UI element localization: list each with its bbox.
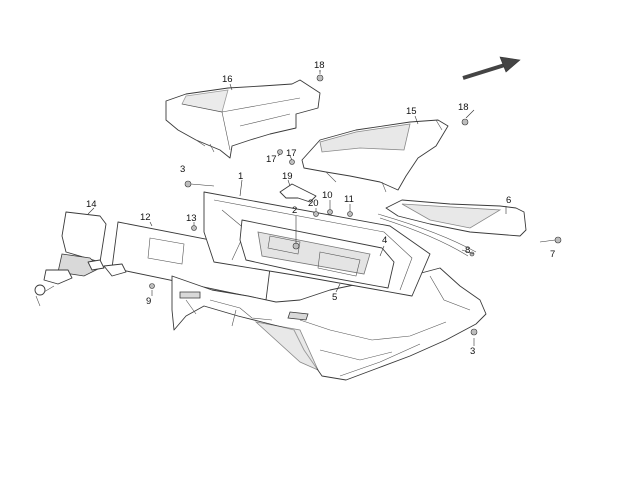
- callout-7: 7: [550, 249, 555, 260]
- callout-20: 20: [308, 198, 319, 209]
- callout-3a: 3: [180, 164, 185, 175]
- callout-8: 8: [465, 245, 470, 256]
- callout-18a: 18: [314, 60, 325, 71]
- callout-9: 9: [146, 296, 151, 307]
- callout-12: 12: [140, 212, 151, 223]
- part-15-right-cover: [301, 119, 449, 193]
- callout-3b: 3: [470, 346, 475, 357]
- bolt-10-icon: [327, 209, 333, 215]
- lock-assembly: [34, 253, 127, 307]
- callout-17b: 17: [286, 148, 297, 159]
- callout-11: 11: [344, 194, 354, 205]
- callout-15: 15: [406, 106, 417, 117]
- callout-4: 4: [382, 235, 387, 246]
- part-6-side-strip: [377, 199, 527, 257]
- main-inner-panel: [171, 267, 487, 381]
- callout-19: 19: [282, 171, 293, 182]
- callout-labels: 1 2 3 3 4 5 6 7 8 9 10 11 12 13 14 15 16…: [86, 60, 555, 357]
- bolt-20-icon: [313, 211, 319, 217]
- bolt-9-icon: [149, 283, 155, 289]
- part-4-inner-tray: [239, 219, 395, 289]
- callout-16: 16: [222, 74, 233, 85]
- callout-13: 13: [186, 213, 197, 224]
- bolt-17b-icon: [289, 159, 295, 165]
- callout-1: 1: [238, 171, 243, 182]
- direction-arrow-icon: [462, 56, 521, 80]
- part-5-clips: [179, 291, 309, 321]
- bolt-18b-icon: [461, 118, 469, 126]
- callout-14: 14: [86, 199, 97, 210]
- bolt-18a-icon: [316, 70, 324, 82]
- callout-10: 10: [322, 190, 333, 201]
- bolt-13-icon: [191, 225, 197, 231]
- part-14-side-panel: [61, 211, 107, 263]
- part-19-bracket: [279, 183, 317, 203]
- bolt-3b-icon: [470, 328, 478, 336]
- leader-lines: [87, 70, 507, 346]
- bolt-11-icon: [347, 211, 353, 217]
- bolt-7-icon: [539, 236, 562, 244]
- fasteners: [149, 70, 562, 336]
- callout-5: 5: [332, 292, 337, 303]
- part-16-upper-cover: [165, 79, 321, 159]
- callout-18b: 18: [458, 102, 469, 113]
- callout-17a: 17: [266, 154, 277, 165]
- bolt-17a-icon: [277, 149, 283, 155]
- callout-2: 2: [292, 205, 297, 216]
- bolt-3a-icon: [184, 180, 215, 188]
- callout-6: 6: [506, 195, 511, 206]
